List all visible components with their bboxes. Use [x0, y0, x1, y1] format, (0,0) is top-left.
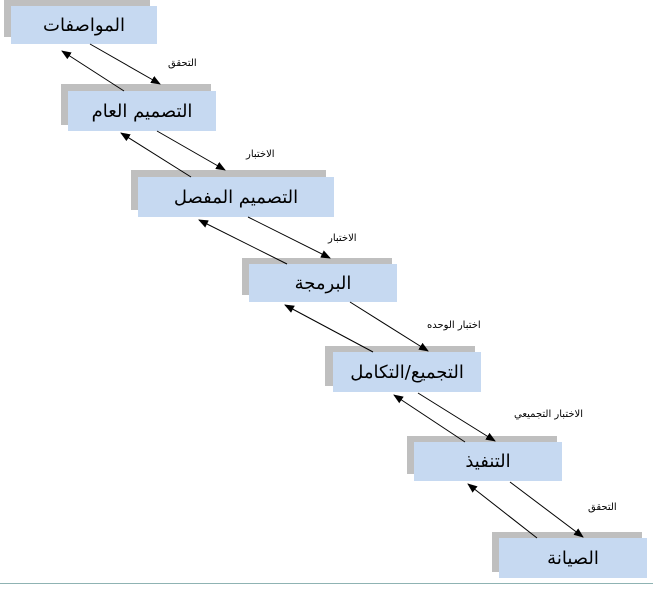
- arrow-back: [393, 394, 466, 443]
- arrow-forward: [89, 43, 161, 85]
- transition-label-testing: الاختبار: [328, 233, 357, 244]
- stage-box-implementation: التنفيذ: [414, 442, 562, 481]
- stage-box-programming: البرمجة: [249, 264, 397, 302]
- arrow-forward: [349, 301, 429, 352]
- stage-label: التنفيذ: [465, 451, 511, 472]
- bottom-divider: [0, 583, 653, 584]
- stage-label: المواصفات: [43, 14, 126, 36]
- arrow-forward: [247, 216, 331, 259]
- arrow-forward: [417, 392, 496, 442]
- arrow-forward: [509, 481, 584, 538]
- arrow-back: [61, 50, 125, 92]
- stage-box-maintenance: الصيانة: [499, 538, 647, 578]
- stage-box-integration: التجميع/التكامل: [333, 352, 481, 392]
- stage-box-specifications: المواصفات: [11, 6, 157, 44]
- transition-label-testing: الاختبار: [246, 149, 275, 160]
- arrow-back: [198, 219, 288, 265]
- stage-label: التصميم المفصل: [173, 186, 299, 208]
- transition-label-verification: التحقق: [588, 502, 617, 513]
- stage-label: التجميع/التكامل: [350, 361, 464, 383]
- stage-box-detailed-design: التصميم المفصل: [138, 177, 334, 217]
- arrow-forward: [156, 130, 226, 171]
- stage-box-general-design: التصميم العام: [68, 91, 216, 131]
- transition-label-verification: التحقق: [168, 58, 197, 69]
- stage-label: الصيانة: [547, 547, 599, 569]
- arrow-back: [284, 304, 374, 353]
- arrow-back: [120, 132, 192, 178]
- transition-label-integration-testing: الاختبار التجميعي: [514, 409, 584, 420]
- stage-label: التصميم العام: [91, 100, 193, 122]
- arrow-back: [467, 483, 538, 539]
- transition-label-unit-testing: اختبار الوحده: [427, 320, 481, 331]
- stage-label: البرمجة: [294, 272, 352, 294]
